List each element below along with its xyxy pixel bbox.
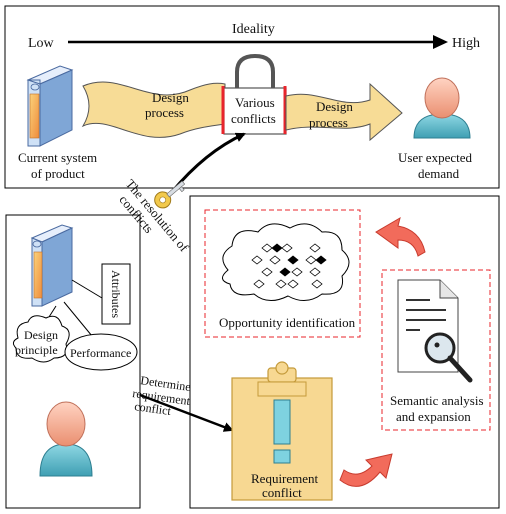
requirement-conflict-line2: conflict [262, 485, 302, 500]
document-magnifier-icon [397, 279, 473, 383]
requirement-conflict-line1: Requirement [251, 471, 319, 486]
semantic-line2: and expansion [396, 409, 471, 424]
exclamation-icon [273, 399, 291, 464]
user-person-icon [413, 77, 471, 139]
ideality-arrowhead [433, 35, 448, 49]
determine-line1: Determine [140, 373, 192, 394]
semantic-box [381, 269, 491, 431]
current-system-line2: of product [31, 166, 85, 181]
attributes-label: Attributes [109, 270, 123, 318]
determine-arrow [139, 393, 234, 432]
various-conflicts-line1: Various [235, 95, 275, 110]
opportunity-label: Opportunity identification [219, 315, 356, 330]
diamond-pattern [251, 243, 327, 289]
server-icon [30, 224, 74, 307]
opportunity-box [204, 209, 361, 338]
attributes-box [101, 263, 131, 325]
design-principle-line1: Design [24, 328, 58, 342]
top-panel [4, 5, 500, 189]
design-process-banner-right [285, 82, 403, 142]
design-principle-line2: principle [15, 343, 58, 357]
performance-ellipse [64, 333, 138, 371]
ideality-label: Ideality [232, 22, 275, 37]
design-process-banner-left [81, 81, 226, 138]
opportunity-cloud [222, 223, 350, 301]
high-label: High [452, 36, 480, 51]
various-conflicts-line2: conflicts [231, 111, 276, 126]
user-expected-line2: demand [418, 166, 460, 181]
cycle-arrow-top [375, 216, 426, 257]
design-process-right-line1: Design [316, 99, 353, 114]
low-label: Low [28, 36, 55, 51]
left-panel [5, 214, 141, 509]
right-panel [189, 195, 500, 509]
server-icon [26, 65, 74, 147]
design-process-left-line2: process [145, 105, 184, 120]
performance-label: Performance [70, 346, 131, 360]
person-icon [39, 401, 93, 477]
design-process-right-line2: process [309, 115, 348, 130]
cycle-arrow-bottom [339, 453, 393, 487]
connector-attributes [71, 279, 103, 299]
user-expected-line1: User expected [398, 150, 472, 165]
current-system-line1: Current system [18, 150, 97, 165]
lock-icon [223, 53, 287, 135]
design-process-left-line1: Design [152, 90, 189, 105]
semantic-line1: Semantic analysis [390, 393, 484, 408]
connector-performance [63, 301, 93, 337]
key-icon [154, 180, 186, 209]
design-principle-cloud [12, 315, 70, 363]
